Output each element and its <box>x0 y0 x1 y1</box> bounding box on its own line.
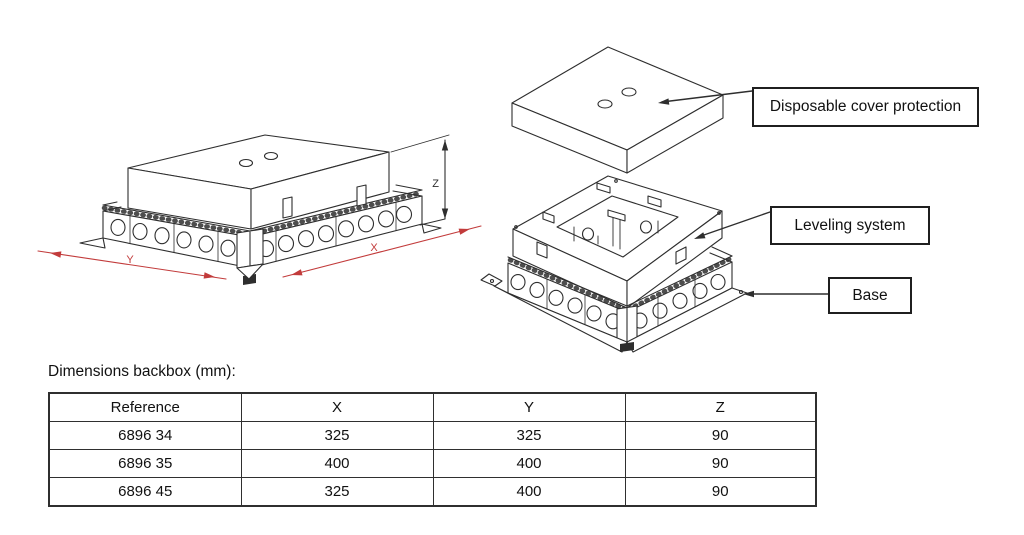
assembled-base-walls <box>102 195 423 285</box>
header-x: X <box>240 392 434 422</box>
callout-arrow-disposable-cover <box>658 90 753 105</box>
cell-reference: 6896 35 <box>48 449 242 478</box>
cell-z: 90 <box>624 449 817 478</box>
callout-box-base: Base <box>828 277 912 314</box>
callout-box-leveling-system: Leveling system <box>770 206 930 245</box>
callout-arrows <box>658 90 829 298</box>
z-dimension-line: Z <box>390 134 450 226</box>
cell-x: 325 <box>240 421 434 450</box>
cell-x: 325 <box>240 477 434 507</box>
table-title: Dimensions backbox (mm): <box>48 363 236 380</box>
dimension-label-y: Y <box>126 254 134 266</box>
exploded-base <box>480 246 748 353</box>
table-header-row: Reference X Y Z <box>48 392 817 422</box>
exploded-view-drawing <box>480 46 748 353</box>
cell-y: 400 <box>432 477 626 507</box>
assembled-view-drawing <box>79 134 442 285</box>
header-y: Y <box>432 392 626 422</box>
header-z: Z <box>624 392 817 422</box>
xy-dimension-lines: Y X <box>37 225 482 280</box>
cell-reference: 6896 34 <box>48 421 242 450</box>
assembled-base-flange <box>79 223 442 280</box>
table-row: 6896 34 325 325 90 <box>48 421 817 450</box>
callout-box-disposable-cover-protection: Disposable cover protection <box>752 87 979 127</box>
exploded-leveling-frame <box>512 175 723 309</box>
dimension-label-x: X <box>370 242 378 254</box>
callout-arrow-leveling-system <box>694 211 771 239</box>
exploded-cover-slab <box>511 46 724 174</box>
table-row: 6896 45 325 400 90 <box>48 477 817 507</box>
cell-y: 325 <box>432 421 626 450</box>
cell-y: 400 <box>432 449 626 478</box>
dimensions-table: Reference X Y Z 6896 34 325 325 90 6896 … <box>48 392 817 507</box>
callout-arrow-base <box>743 290 829 298</box>
cell-x: 400 <box>240 449 434 478</box>
cell-z: 90 <box>624 421 817 450</box>
dimension-label-z: Z <box>432 178 439 190</box>
cell-reference: 6896 45 <box>48 477 242 507</box>
cell-z: 90 <box>624 477 817 507</box>
header-reference: Reference <box>48 392 242 422</box>
table-row: 6896 35 400 400 90 <box>48 449 817 478</box>
